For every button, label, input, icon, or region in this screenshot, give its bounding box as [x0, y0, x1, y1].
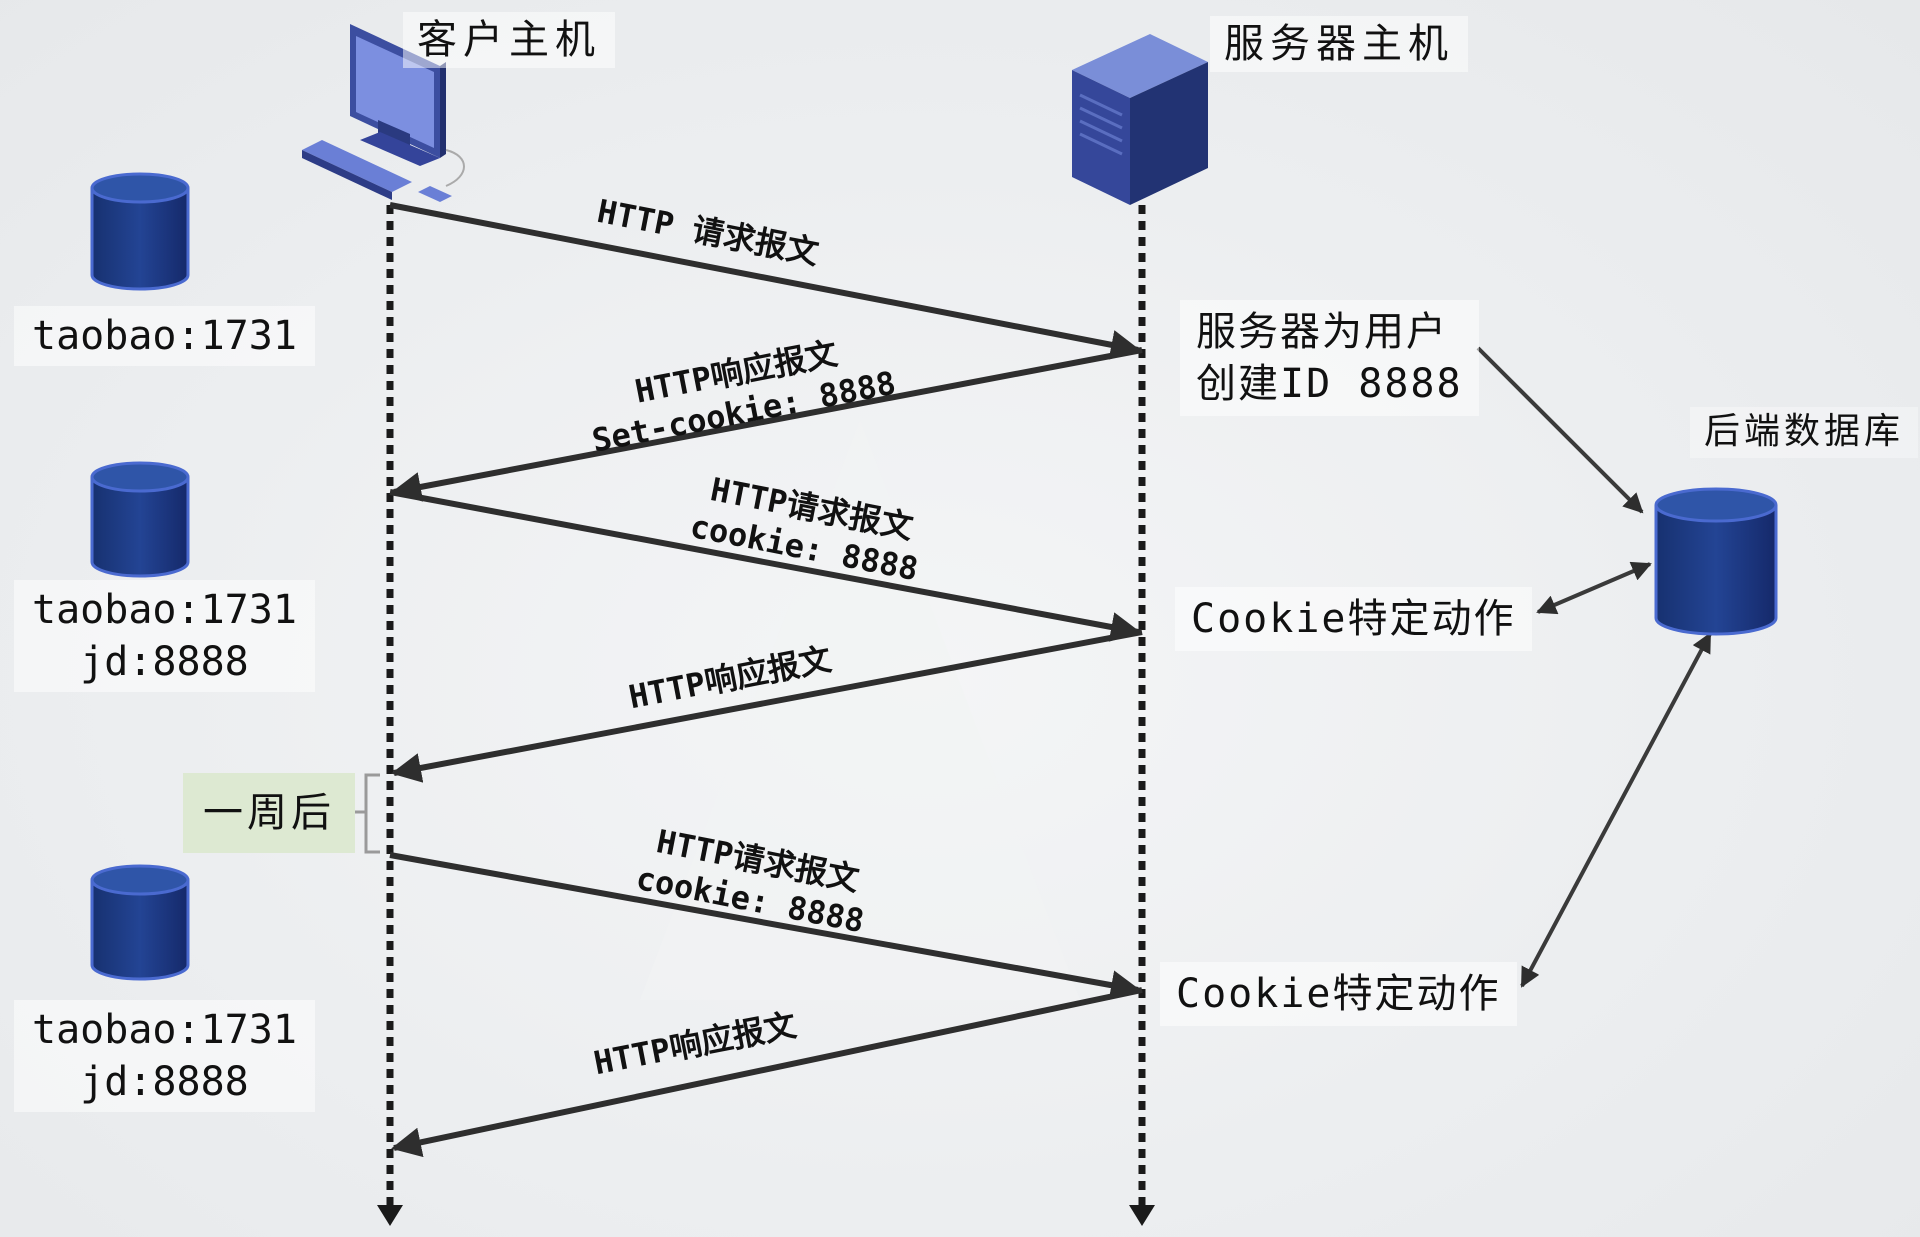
- cookie-entry: taobao:1731: [32, 1007, 297, 1053]
- cookie-store-caption-2: taobao:1731 jd:8888: [14, 580, 315, 692]
- note-line: 服务器为用户: [1196, 309, 1448, 355]
- db-action-arrow-1: [1536, 561, 1652, 615]
- background-shape: [640, 420, 1080, 1000]
- server-note-create-id: 服务器为用户 创建ID 8888: [1180, 300, 1479, 416]
- message-arrow-2: [391, 347, 1143, 502]
- note-line: Cookie特定动作: [1191, 596, 1516, 642]
- message-arrow-6: [391, 987, 1143, 1158]
- database-icon: [1654, 487, 1778, 636]
- server-tower-icon: [1072, 34, 1208, 205]
- client-cookie-db-icon-1: [90, 172, 190, 291]
- client-cookie-db-icon-3: [90, 864, 190, 981]
- server-lifeline-arrowhead: [1129, 1205, 1155, 1226]
- backend-db-label: 后端数据库: [1690, 407, 1919, 458]
- cookie-entry: taobao:1731: [32, 313, 297, 359]
- client-host-label: 客户主机: [403, 12, 615, 68]
- message-arrow-1: [389, 202, 1141, 360]
- note-to-db-arrow: [1476, 346, 1644, 514]
- client-lifeline-arrowhead: [377, 1205, 403, 1226]
- client-cookie-db-icon-2: [90, 461, 190, 578]
- cookie-entry: jd:8888: [80, 1059, 249, 1105]
- server-note-cookie-action-1: Cookie特定动作: [1175, 587, 1532, 651]
- cookie-store-caption-1: taobao:1731: [14, 306, 315, 366]
- db-action-arrow-2: [1520, 632, 1712, 988]
- interval-label: 一周后: [183, 773, 355, 853]
- server-host-label: 服务器主机: [1210, 16, 1468, 72]
- server-note-cookie-action-2: Cookie特定动作: [1160, 962, 1517, 1026]
- message-arrow-3: [389, 489, 1141, 642]
- note-line: Cookie特定动作: [1176, 971, 1501, 1017]
- cookie-store-caption-3: taobao:1731 jd:8888: [14, 1000, 315, 1112]
- cookie-entry: taobao:1731: [32, 587, 297, 633]
- cookie-entry: jd:8888: [80, 639, 249, 685]
- message-arrow-5: [389, 852, 1141, 1000]
- note-line: 创建ID 8888: [1196, 361, 1463, 407]
- desktop-computer-icon: [302, 24, 465, 202]
- message-arrow-4: [391, 629, 1143, 783]
